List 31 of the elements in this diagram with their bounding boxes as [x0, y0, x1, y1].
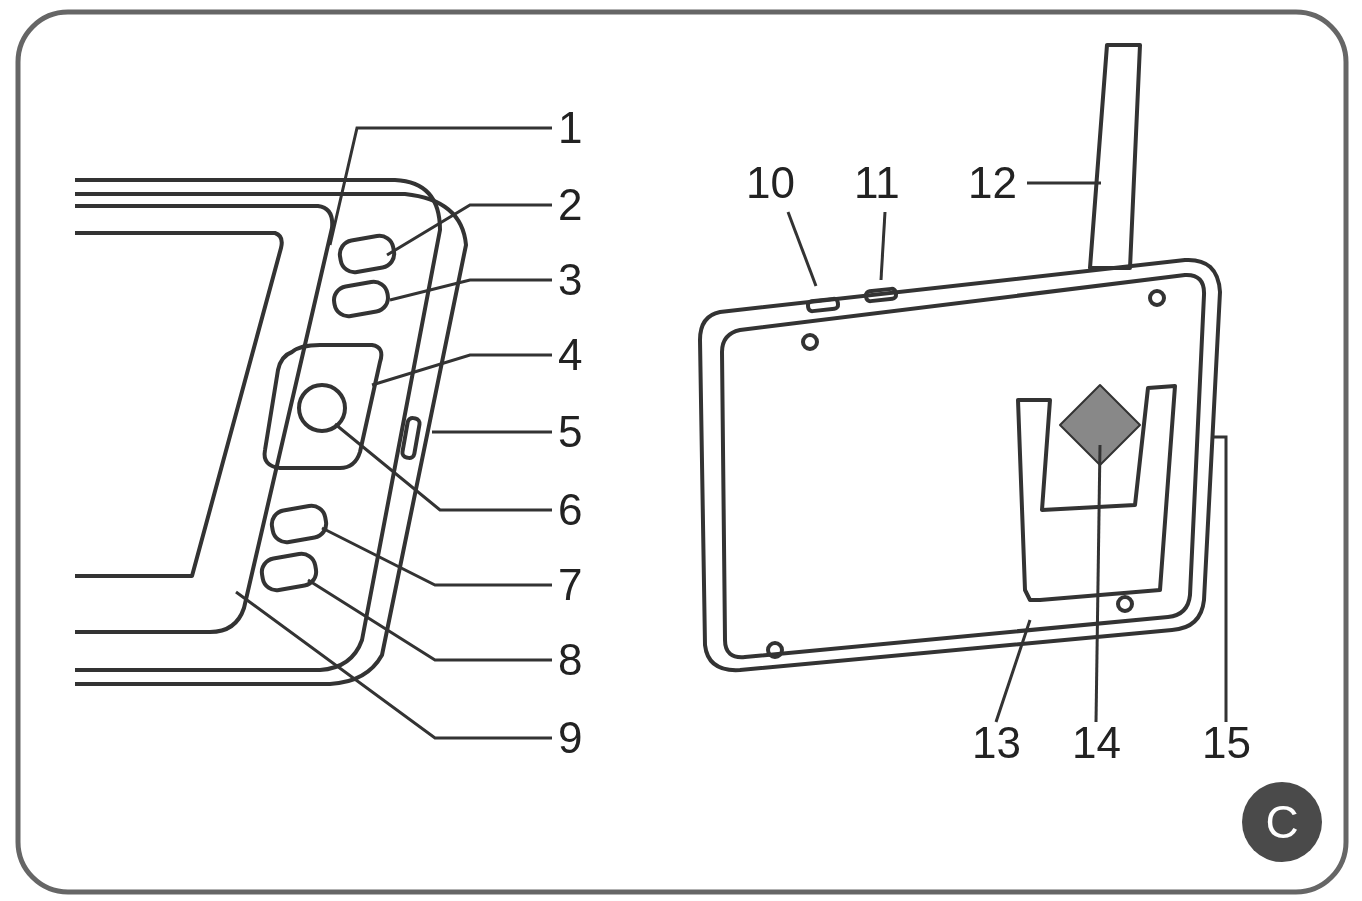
- leader-line: [786, 211, 818, 287]
- leader-line: [334, 422, 552, 512]
- leader-line: [1212, 435, 1228, 722]
- leader-line: [994, 619, 1032, 723]
- leader-line: [432, 430, 552, 434]
- callout-number: 3: [558, 257, 583, 303]
- callout-number: 2: [558, 182, 583, 228]
- callout-number: 1: [558, 105, 583, 151]
- leader-line: [371, 353, 552, 387]
- leader-line: [386, 203, 552, 257]
- callout-number: 8: [558, 637, 583, 683]
- leader-line: [328, 126, 552, 246]
- callout-number: 15: [1202, 720, 1251, 766]
- callout-number: 10: [746, 160, 795, 206]
- leader-line: [1027, 181, 1101, 185]
- callout-number: 7: [558, 562, 583, 608]
- callout-number: 11: [854, 160, 900, 206]
- callout-number: 6: [558, 487, 583, 533]
- callout-number: 14: [1072, 720, 1121, 766]
- leader-line: [235, 590, 552, 740]
- leader-line: [389, 278, 552, 302]
- callout-number: 9: [558, 715, 583, 761]
- leader-line: [879, 211, 887, 281]
- leader-line: [1094, 444, 1102, 723]
- callout-number: 12: [968, 160, 1017, 206]
- callout-number: 4: [558, 332, 583, 378]
- callout-number: 13: [972, 720, 1021, 766]
- leader-line: [307, 578, 552, 662]
- callout-number: 5: [558, 409, 583, 455]
- section-badge: C: [1242, 782, 1322, 862]
- leader-line: [321, 526, 552, 587]
